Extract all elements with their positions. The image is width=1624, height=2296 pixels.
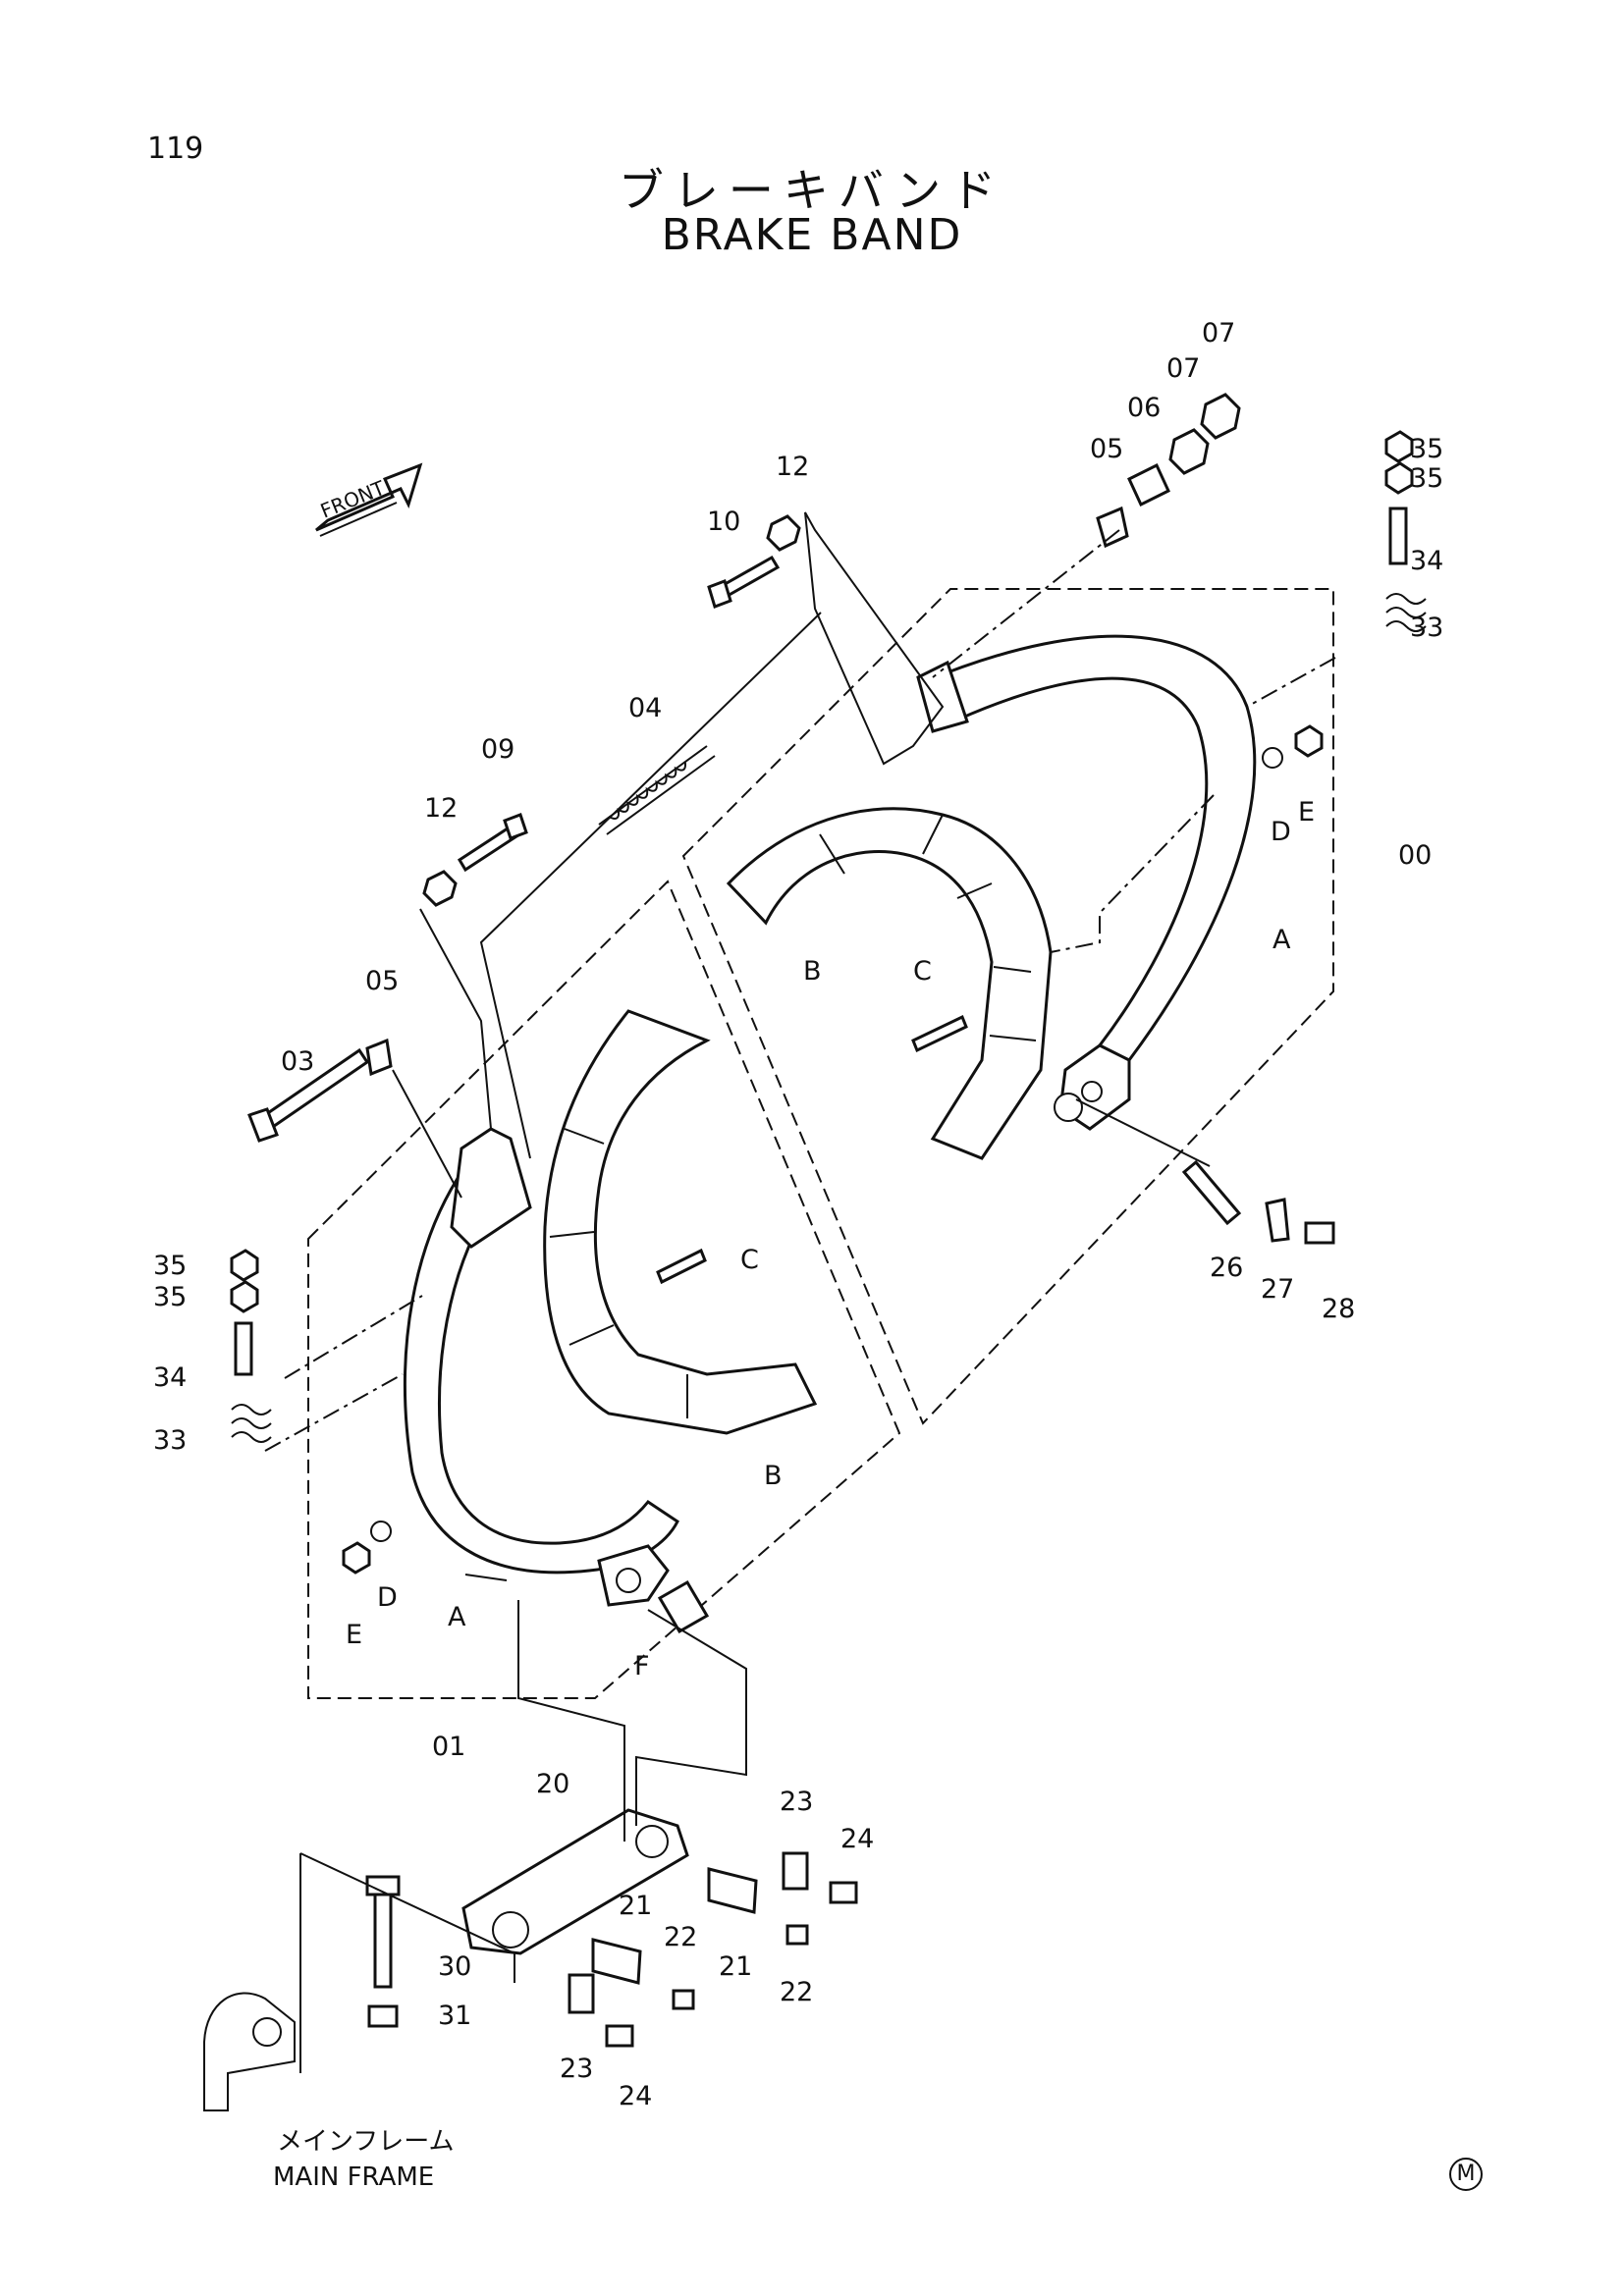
callout-07: 07 <box>1166 353 1200 384</box>
front-arrow-icon: FRONT <box>315 462 423 537</box>
assembly-00-boundary <box>681 588 1334 1425</box>
callout-C-upper: C <box>913 956 932 987</box>
callout-34-right: 34 <box>1410 546 1443 576</box>
assembly-01-boundary <box>307 880 901 1699</box>
callout-22-right: 22 <box>780 1977 813 2007</box>
brake-band-upper <box>916 634 1257 1131</box>
callout-27: 27 <box>1261 1274 1294 1305</box>
callout-B-upper: B <box>803 956 822 987</box>
callout-30: 30 <box>438 1951 471 1982</box>
callout-35-right-a: 35 <box>1410 434 1443 464</box>
leader-lines <box>264 511 1336 2073</box>
callout-26: 26 <box>1210 1253 1243 1283</box>
callout-21-left: 21 <box>619 1891 652 1921</box>
callout-04: 04 <box>628 693 662 723</box>
brake-lining-upper <box>726 807 1053 1160</box>
callout-33-right: 33 <box>1410 613 1443 643</box>
callout-28: 28 <box>1322 1294 1355 1324</box>
callout-09: 09 <box>481 734 514 765</box>
callout-A-upper: A <box>1272 925 1291 955</box>
callout-21-right: 21 <box>719 1951 752 1982</box>
callout-24-right: 24 <box>840 1824 874 1854</box>
callout-D-lower: D <box>377 1582 398 1613</box>
callout-06: 06 <box>1127 393 1161 423</box>
callout-10: 10 <box>707 507 740 537</box>
callout-34-left: 34 <box>153 1362 187 1393</box>
callout-C-lower: C <box>740 1245 759 1275</box>
callout-05-left: 05 <box>365 966 399 996</box>
callout-35-right-b: 35 <box>1410 463 1443 494</box>
callout-00: 00 <box>1398 840 1432 871</box>
callout-35-left-b: 35 <box>153 1282 187 1312</box>
callout-20: 20 <box>536 1769 569 1799</box>
callout-01: 01 <box>432 1732 465 1762</box>
callout-24-left: 24 <box>619 2081 652 2111</box>
page-title-english: BRAKE BAND <box>661 210 963 260</box>
callout-D-upper: D <box>1271 817 1291 847</box>
callout-31: 31 <box>438 2001 471 2031</box>
hardware-parts <box>203 393 1427 2111</box>
corner-mark-m: M <box>1449 2158 1483 2191</box>
callout-33-left: 33 <box>153 1425 187 1456</box>
front-label: FRONT <box>317 475 389 522</box>
part-callouts: 07 07 06 05 12 10 35 35 34 33 04 09 12 D… <box>153 318 1443 2111</box>
callout-F: F <box>634 1651 650 1682</box>
callout-23-left: 23 <box>560 2054 593 2084</box>
callout-35-left-a: 35 <box>153 1251 187 1281</box>
main-frame-label-japanese: メインフレーム <box>277 2127 454 2157</box>
callout-23-right: 23 <box>780 1787 813 1817</box>
callout-22-left: 22 <box>664 1922 697 1952</box>
callout-E-lower: E <box>346 1620 362 1650</box>
callout-B-lower: B <box>764 1461 783 1491</box>
callout-07-top: 07 <box>1202 318 1235 348</box>
page-title-japanese: ブレーキバンド <box>618 164 1006 217</box>
brake-lining-lower <box>543 1009 818 1435</box>
callout-A-lower: A <box>448 1602 466 1632</box>
callout-12-left: 12 <box>424 793 458 824</box>
callout-E-upper: E <box>1298 797 1315 828</box>
callout-05-top: 05 <box>1090 434 1123 464</box>
page-number: 119 <box>147 132 204 166</box>
main-frame-label-english: MAIN FRAME <box>273 2163 434 2192</box>
callout-03: 03 <box>281 1046 314 1077</box>
callout-12-top: 12 <box>776 452 809 482</box>
